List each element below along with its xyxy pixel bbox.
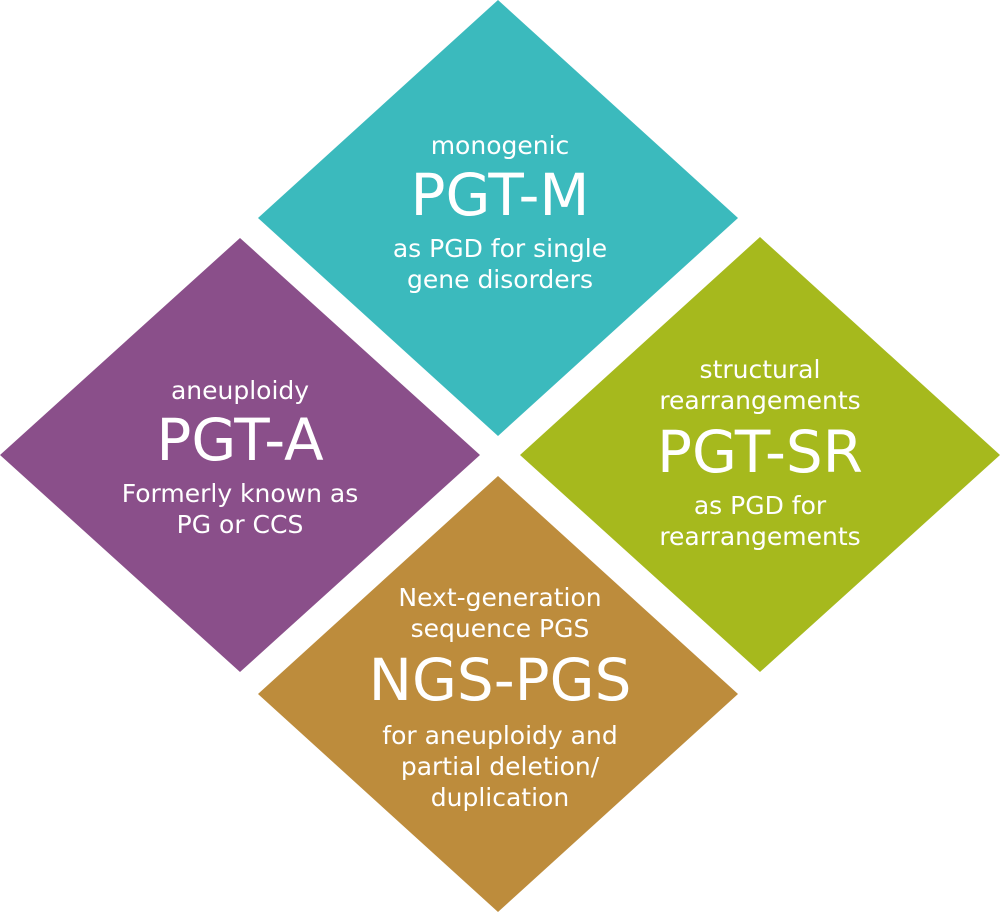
ngs-pgs-description: for aneuploidy and partial deletion/ dup… xyxy=(382,720,617,813)
pgt-m-title: PGT-M xyxy=(410,160,590,229)
pgt-sr-subtitle-line: structural xyxy=(699,355,821,384)
tile-pgt-a: aneuploidy PGT-A Formerly known as PG or… xyxy=(90,362,390,552)
pgt-m-description-line: gene disorders xyxy=(407,264,593,294)
pgt-sr-description: as PGD for rearrangements xyxy=(659,490,860,552)
ngs-pgs-description-line: partial deletion/ xyxy=(400,751,600,781)
diamond-left-pgt-a xyxy=(0,238,480,672)
pgt-sr-subtitle-line: rearrangements xyxy=(659,386,861,415)
ngs-pgs-description-line: for aneuploidy and xyxy=(382,720,618,750)
tile-pgt-m: monogenic PGT-M as PGD for single gene d… xyxy=(330,112,670,312)
pgt-sr-description-line: as PGD for xyxy=(693,491,827,520)
pgt-m-description-line: as PGD for single xyxy=(392,233,608,263)
pgt-sr-title: PGT-SR xyxy=(656,418,863,486)
pgt-a-subtitle: aneuploidy xyxy=(170,375,310,405)
ngs-pgs-title: NGS-PGS xyxy=(368,645,632,714)
ngs-pgs-description-line: duplication xyxy=(430,782,570,812)
pgt-m-subtitle: monogenic xyxy=(430,130,570,160)
diamond-top-pgt-m xyxy=(258,0,738,436)
pgt-a-description: Formerly known as PG or CCS xyxy=(122,478,359,540)
pgt-sr-description-line: rearrangements xyxy=(659,522,861,551)
pgt-a-title: PGT-A xyxy=(156,405,324,474)
pgt-sr-subtitle: structural rearrangements xyxy=(659,354,860,416)
ngs-pgs-subtitle-line: sequence PGS xyxy=(410,613,590,643)
diamond-right-pgt-sr xyxy=(520,237,1000,672)
pgt-a-description-line: PG or CCS xyxy=(176,509,304,539)
diamond-bottom-ngs-pgs xyxy=(258,476,738,912)
tile-pgt-sr: structural rearrangements PGT-SR as PGD … xyxy=(600,338,920,568)
ngs-pgs-subtitle: Next-generation sequence PGS xyxy=(398,582,601,644)
ngs-pgs-subtitle-line: Next-generation xyxy=(398,582,602,612)
pgt-m-description: as PGD for single gene disorders xyxy=(393,233,607,295)
pgt-a-description-line: Formerly known as xyxy=(121,478,359,508)
tile-ngs-pgs: Next-generation sequence PGS NGS-PGS for… xyxy=(330,572,670,822)
